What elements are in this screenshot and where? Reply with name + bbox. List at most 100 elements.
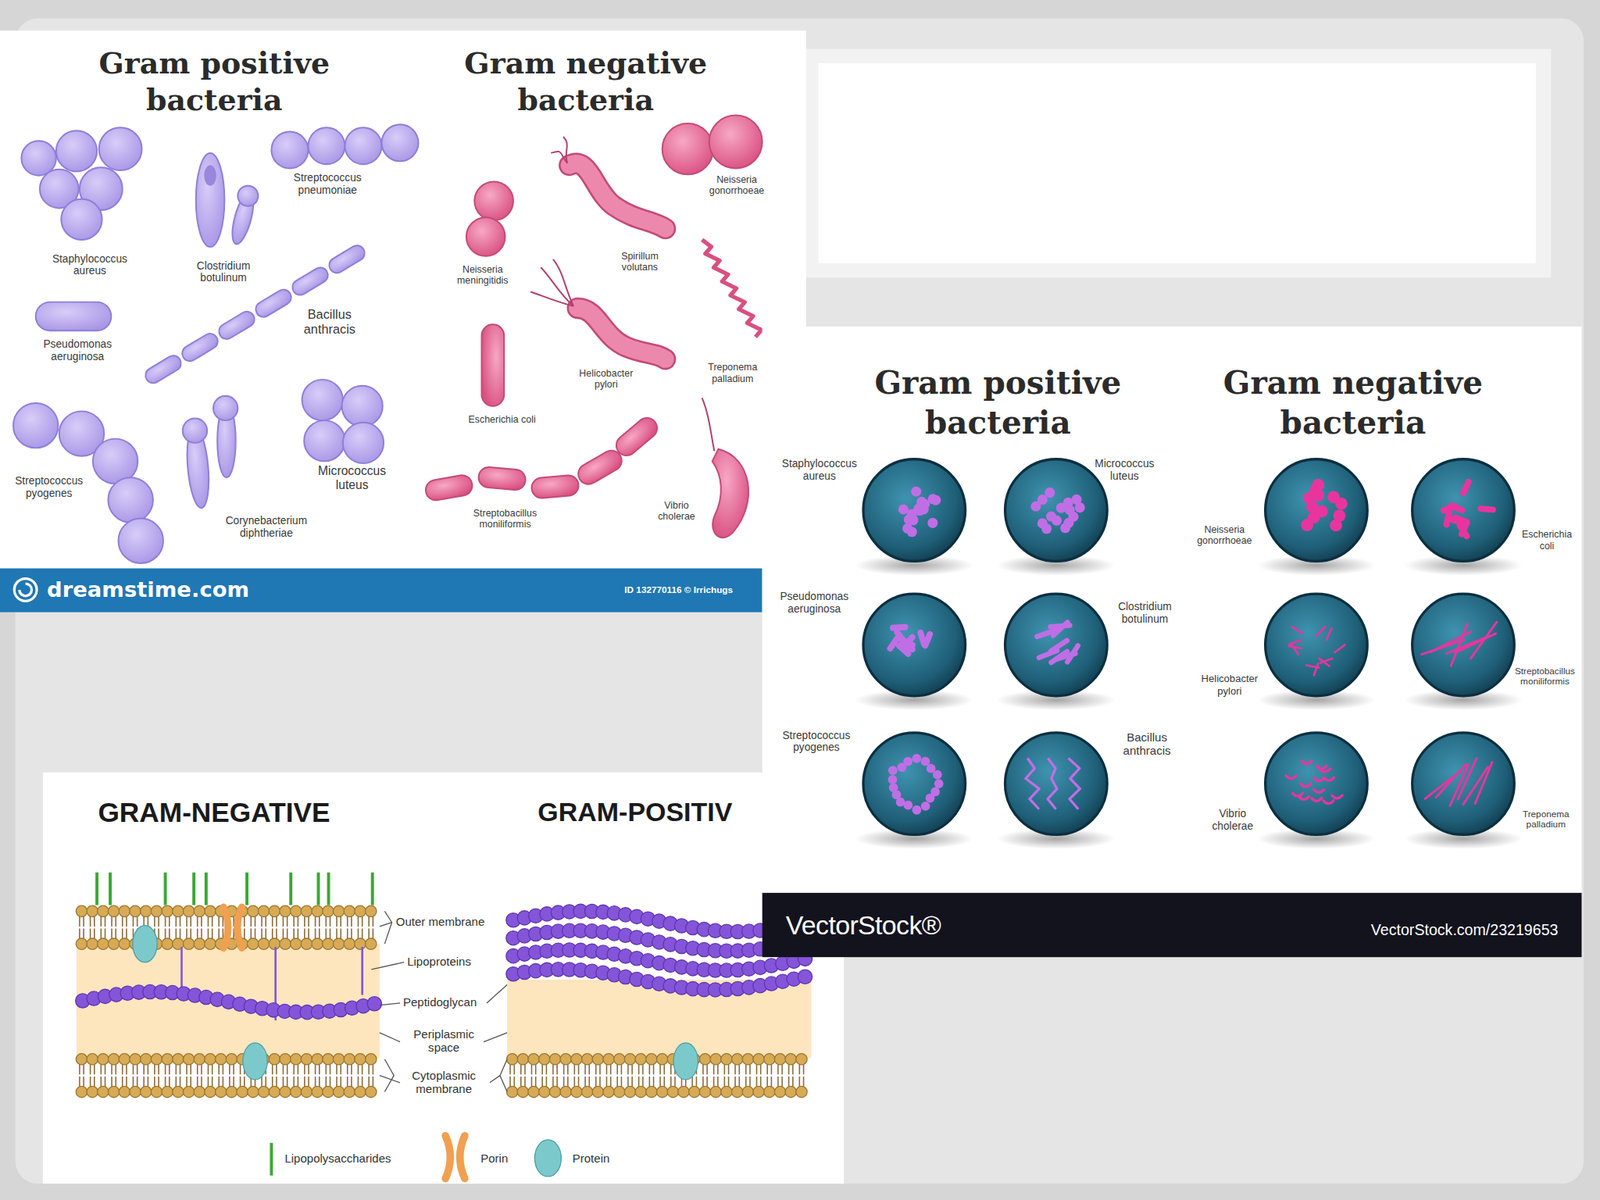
lipid-head [279, 1053, 291, 1065]
lipopolysaccharide [317, 872, 321, 906]
lipid-head [107, 1085, 119, 1097]
flagella [550, 136, 568, 164]
lipoprotein [360, 946, 364, 995]
lipid-head [354, 938, 366, 950]
lipid-tails [606, 1064, 611, 1087]
coccus [910, 486, 922, 497]
lipid-head [172, 1085, 184, 1097]
species-label: Pseudomonas aeruginosa [26, 337, 129, 363]
empty-box-inner [818, 63, 1536, 264]
dish [1412, 459, 1515, 562]
lipid-head [247, 1085, 259, 1097]
lipid-head [354, 1053, 366, 1065]
lipid-head [332, 1053, 344, 1065]
lipid-tails [542, 1064, 547, 1087]
coccus [1332, 509, 1346, 522]
lipid-head [560, 1053, 572, 1065]
lipid-head [193, 905, 205, 917]
corynebacterium-cells [182, 396, 239, 510]
lipid-head [721, 1085, 733, 1097]
dish [863, 459, 966, 562]
species-label: Bacillus anthracis [289, 307, 371, 338]
species-label: Streptobacillus moniliformis [1509, 665, 1581, 687]
lipid-tails [357, 1064, 362, 1087]
lipopolysaccharide [245, 872, 249, 906]
lipid-head [549, 1085, 561, 1097]
lipid-head [129, 905, 141, 917]
rod-cell [253, 286, 295, 320]
lipid-head [311, 1053, 323, 1065]
long-cell [1457, 758, 1477, 800]
long-cell [1475, 761, 1493, 804]
lipid-head [796, 1053, 808, 1065]
image-id: ID 132770116 © Irrichugs [624, 584, 733, 596]
lipid-head [517, 1053, 529, 1065]
species-label: Treponema palladium [703, 362, 761, 386]
lipid-head [365, 1085, 377, 1097]
panel-dreamstime [0, 30, 807, 612]
protein-symbol [242, 1042, 268, 1080]
lipid-head [257, 905, 269, 917]
leader-line [483, 1032, 508, 1043]
lipid-head [279, 1085, 291, 1097]
coccus [932, 770, 943, 780]
dish [1265, 593, 1368, 697]
lipid-head [193, 938, 205, 950]
rod-cell [289, 264, 332, 298]
protein-symbol [534, 1139, 561, 1177]
dish [1005, 593, 1108, 697]
lipid-tails [596, 1064, 600, 1087]
coccus [709, 115, 763, 169]
rod-cell [916, 628, 928, 649]
lipid-tails [165, 1064, 170, 1087]
lipid-head [225, 1053, 237, 1065]
lipid-bilayer [75, 1053, 377, 1098]
dish [1412, 593, 1515, 697]
lipid-tails [315, 916, 320, 940]
leader-line [379, 1003, 400, 1006]
lipid-head [193, 1085, 205, 1097]
petri-dish [1403, 593, 1523, 711]
lipid-head [796, 1085, 808, 1097]
lipid-head [182, 1085, 194, 1097]
spore [203, 165, 217, 186]
panel-background [762, 326, 1583, 893]
club-end [213, 396, 238, 421]
lipid-head [581, 1053, 593, 1065]
watermark: VectorStock® [785, 910, 941, 942]
coccus [1306, 500, 1319, 514]
coccus [898, 503, 909, 515]
rod-cell [424, 473, 475, 502]
lipid-tails [735, 1064, 740, 1087]
lipid-tails [197, 1064, 202, 1087]
rod-cell [885, 634, 902, 654]
dish [863, 732, 966, 836]
lipid-tails [703, 1064, 708, 1087]
lipid-tails [304, 916, 309, 940]
rod-cell [530, 474, 579, 499]
panel-heading: GRAM-NEGATIVE [97, 797, 330, 830]
coccus [342, 422, 384, 464]
lipid-head [86, 1053, 98, 1065]
dish [863, 593, 966, 697]
lipid-head [354, 905, 366, 917]
dish [1005, 459, 1108, 562]
porin-half [445, 1135, 450, 1179]
species-label: Helicobacter pylori [570, 368, 642, 392]
lipid-tails [282, 1064, 287, 1087]
lipid-head [75, 938, 87, 950]
lipid-head [656, 1085, 668, 1097]
leader-line [379, 1032, 400, 1043]
lipid-tails [218, 916, 223, 940]
lipid-head [182, 1053, 194, 1065]
comma-cell [1311, 797, 1322, 801]
coccus [99, 127, 143, 171]
coccus [1051, 515, 1062, 526]
lipid-head [150, 1085, 162, 1097]
lipid-head [667, 1085, 679, 1097]
lipid-head [742, 1085, 754, 1097]
lipid-head [343, 938, 355, 950]
coccus [474, 181, 514, 221]
lipid-head [774, 1053, 786, 1065]
spirillum-cell [550, 136, 665, 229]
